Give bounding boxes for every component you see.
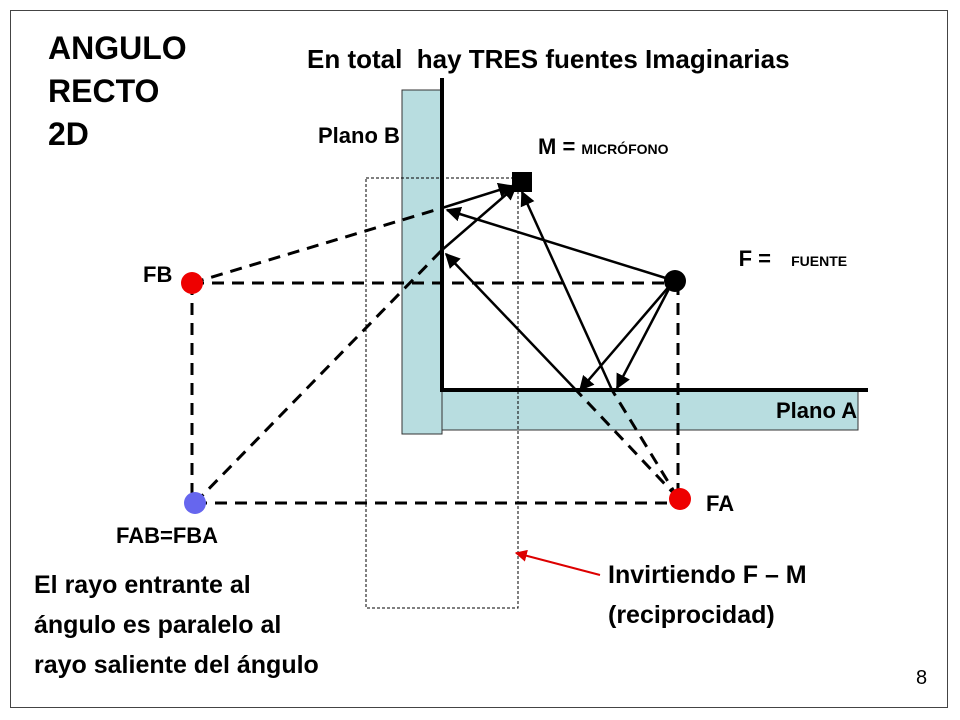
source-label-prefix: F =	[739, 246, 778, 271]
note-line2: ángulo es paralelo al	[34, 611, 281, 639]
fa-label: FA	[706, 491, 734, 516]
title-line1: ANGULO	[48, 30, 187, 66]
microphone-label-word: MICRÓFONO	[581, 140, 668, 157]
page-number: 8	[916, 667, 927, 689]
slide-frame	[10, 10, 948, 708]
invert-note-line2: (reciprocidad)	[608, 601, 775, 629]
image-source-fb-dot	[181, 272, 203, 294]
real-source-dot	[664, 270, 686, 292]
plane-b-label: Plano B	[318, 123, 400, 148]
plane-b-wall	[401, 89, 443, 435]
microphone-label-prefix: M =	[538, 134, 581, 159]
image-construction-lines	[190, 206, 680, 505]
note-line3: rayo saliente del ángulo	[34, 651, 319, 679]
plane-a-label: Plano A	[776, 398, 857, 423]
fab-label: FAB=FBA	[116, 523, 218, 548]
image-source-fab-dot	[184, 492, 206, 514]
microphone-label: M = MICRÓFONO	[538, 134, 669, 159]
title-line3: 2D	[48, 116, 89, 152]
microphone-marker	[512, 172, 532, 192]
title-line2: RECTO	[48, 73, 159, 109]
heading: En total hay TRES fuentes Imaginarias	[307, 44, 790, 74]
invert-note-line1: Invirtiendo F – M	[608, 561, 807, 589]
note-line1: El rayo entrante al	[34, 571, 251, 599]
source-label-word: FUENTE	[791, 253, 847, 269]
source-label: F = FUENTE	[708, 246, 865, 271]
reciprocity-pointer	[514, 549, 601, 576]
ray-paths	[441, 182, 674, 392]
image-source-fa-dot	[669, 488, 691, 510]
reciprocity-box	[365, 177, 519, 609]
fb-label: FB	[143, 262, 172, 287]
